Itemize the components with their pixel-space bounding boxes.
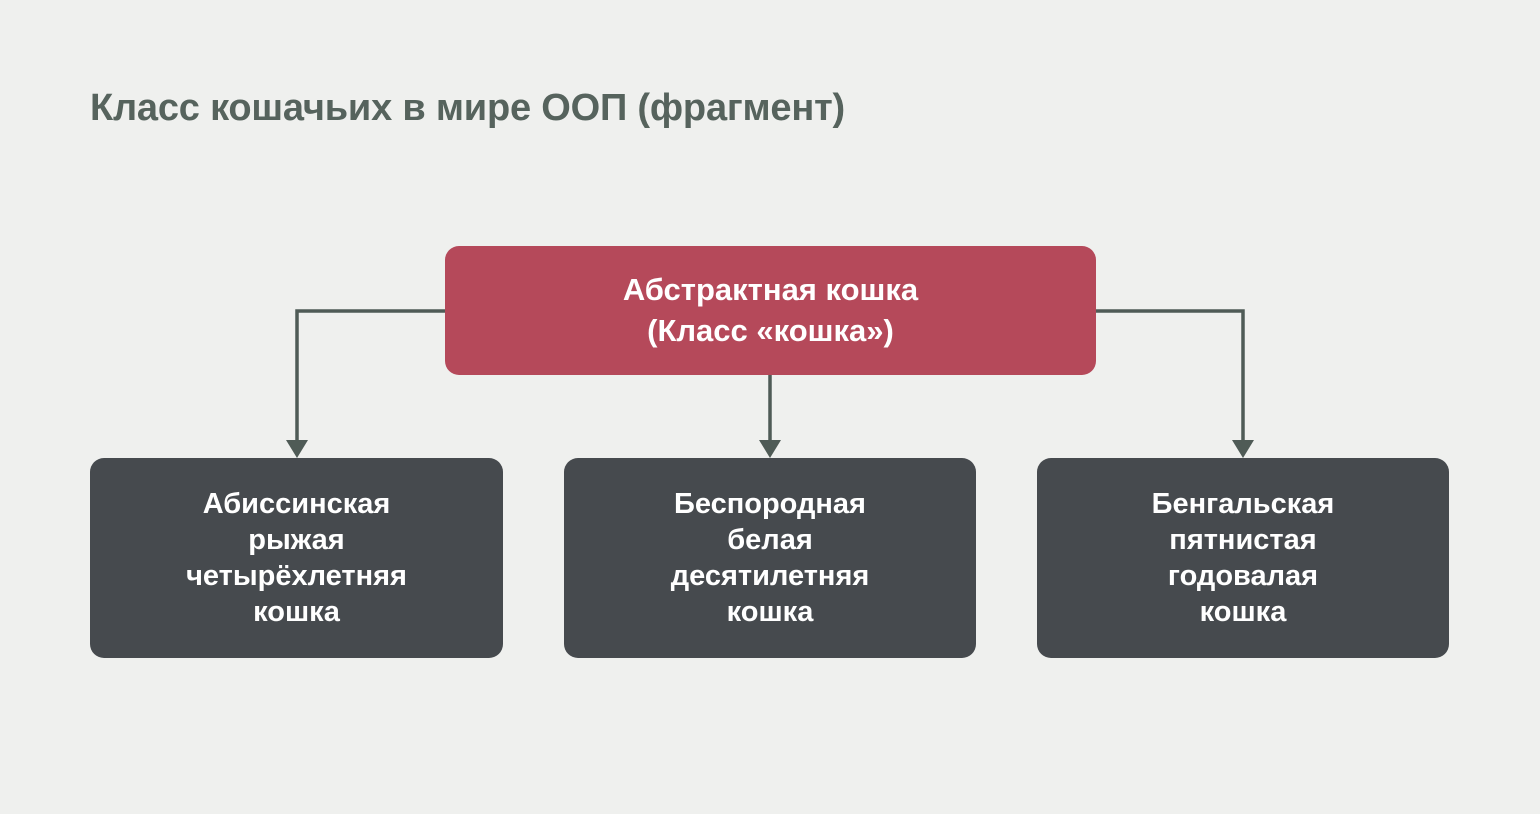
- node-abyssinian-cat-label: Абиссинская рыжая четырёхлетняя кошка: [186, 487, 407, 629]
- node-abyssinian-cat: Абиссинская рыжая четырёхлетняя кошка: [90, 458, 503, 658]
- connector-right-line: [1095, 309, 1245, 441]
- connector-right-arrowhead-icon: [1232, 440, 1254, 458]
- node-abstract-cat-class-label: Абстрактная кошка (Класс «кошка»): [622, 271, 919, 348]
- node-abstract-cat-class: Абстрактная кошка (Класс «кошка»): [445, 246, 1096, 375]
- connector-left: [286, 309, 445, 458]
- page-title: Класс кошачьих в мире ООП (фрагмент): [90, 87, 845, 129]
- node-bengal-cat-label: Бенгальская пятнистая годовалая кошка: [1151, 487, 1335, 629]
- connector-right: [1095, 309, 1254, 458]
- node-mongrel-cat-label: Беспородная белая десятилетняя кошка: [670, 487, 870, 629]
- node-bengal-cat: Бенгальская пятнистая годовалая кошка: [1037, 458, 1449, 658]
- node-mongrel-cat: Беспородная белая десятилетняя кошка: [564, 458, 976, 658]
- connector-left-arrowhead-icon: [286, 440, 308, 458]
- connector-middle-arrowhead-icon: [759, 440, 781, 458]
- connector-middle: [759, 375, 781, 458]
- connector-left-line: [295, 309, 445, 441]
